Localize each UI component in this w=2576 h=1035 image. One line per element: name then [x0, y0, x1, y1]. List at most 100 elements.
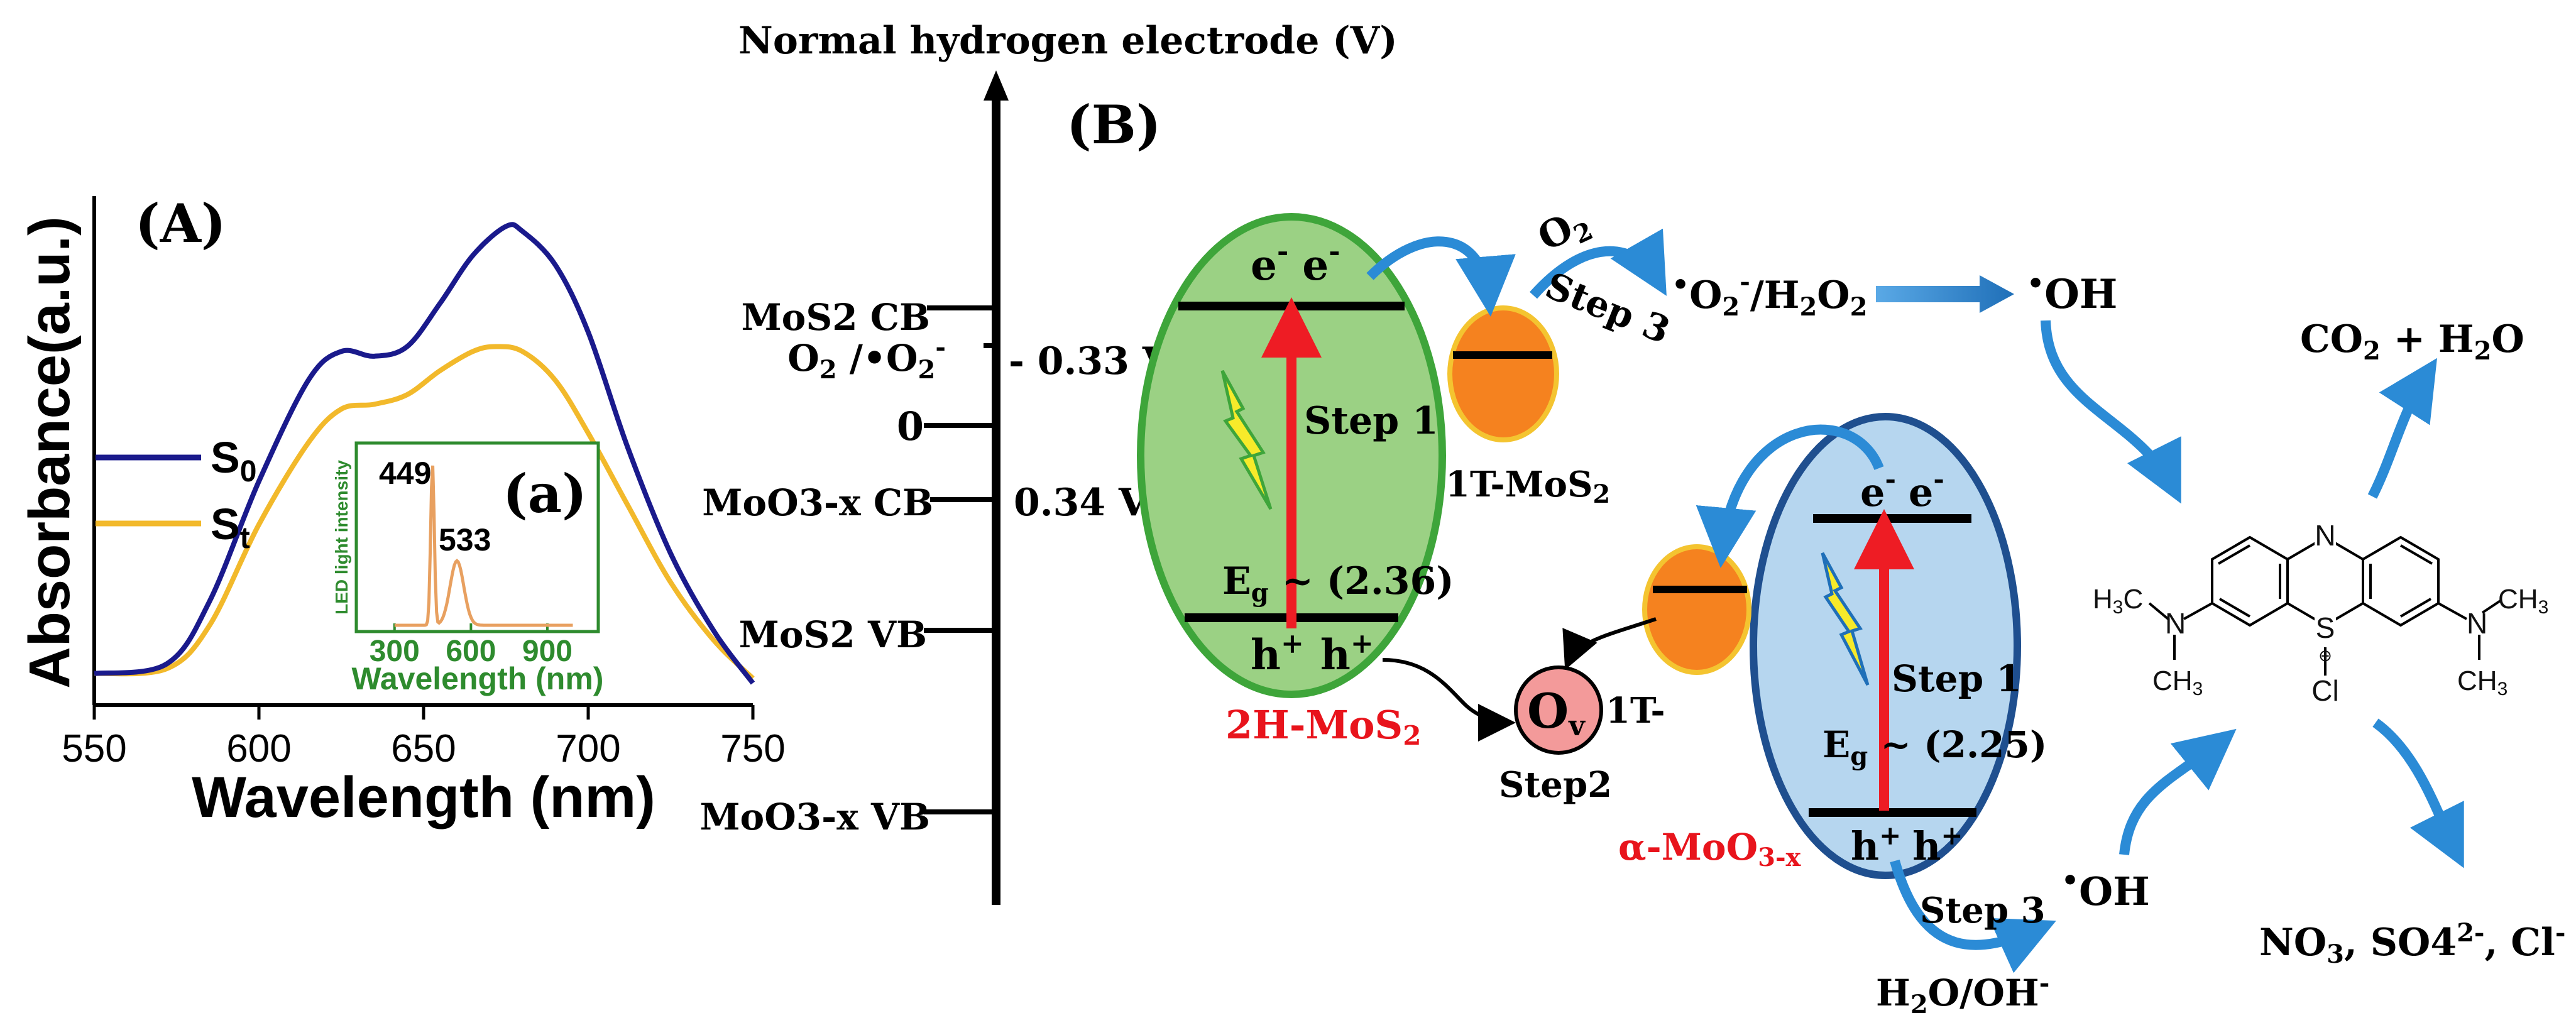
inset-peak-533: 533: [439, 522, 491, 557]
inset-x-ticks: 300 600 900: [370, 623, 573, 668]
inset-tick-label-900: 900: [522, 635, 573, 668]
panel-a-x-label: Wavelength (nm): [192, 765, 655, 830]
molecule-ring-n: N: [2315, 519, 2335, 552]
oxygen-vacancy: Ov Step2: [1499, 665, 1612, 806]
label-minus-033v: - 0.33 V: [1009, 339, 1173, 383]
molecule-bond: [2148, 602, 2169, 620]
hydroxyl-bottom: •OH: [2061, 865, 2150, 914]
arrow-oh-to-dye-bottom: [2119, 728, 2237, 855]
x-tick-label-750: 750: [720, 727, 785, 770]
moo3-step1: Step 1: [1892, 657, 2022, 700]
water-label: H2O/OH-: [1876, 968, 2049, 1019]
molecule-bond: [2399, 598, 2432, 618]
molecule-bond: [2438, 602, 2467, 620]
vacancy-step2: Step2: [1499, 764, 1612, 806]
series-st: [94, 344, 755, 681]
label-mos2-cb: MoS2 CB: [741, 296, 930, 339]
moo3-bandgap: Eg ~ (2.25): [1822, 723, 2047, 771]
t-mos2-lower: 1T-: [1606, 544, 1751, 731]
inset-led-spectrum: [394, 465, 573, 627]
panel-a: (A) 550 600 650 700 750 Absorbance(a.u.) Wav…: [18, 192, 786, 830]
mos2-semiconductor: e-e- h+h+ Step 1 Eg ~ (2.36) 2H-MoS2: [1137, 213, 1454, 751]
arrow-oh-to-dye-top: [2041, 320, 2181, 504]
vacancy-symbol: Ov: [1527, 683, 1586, 742]
inset-tick-label-600: 600: [446, 635, 496, 668]
molecule-right-ch3-top: CH3: [2498, 584, 2548, 618]
arrow-electron-transfer-top: [1366, 236, 1516, 317]
label-o2-couple: O2 /•O2-: [787, 332, 946, 385]
step3-bottom-label: Step 3: [1920, 890, 2046, 931]
label-moo3-vb: MoO3-x VB: [699, 796, 930, 838]
moo3-light-bolt-icon: [1821, 552, 1870, 686]
hydroxyl-top: •OH: [2027, 268, 2117, 318]
t-mos2-lower-label: 1T-: [1606, 690, 1665, 731]
mos2-light-bolt-icon: [1220, 370, 1273, 510]
arrow-dye-to-ions: [2372, 718, 2464, 868]
arrow-dye-to-co2: [2367, 358, 2437, 499]
inset-y-label: LED light intensity: [332, 460, 351, 615]
molecule-right-n: N: [2467, 607, 2487, 640]
molecule-left-n: N: [2165, 607, 2186, 640]
molecule-bond: [2218, 598, 2251, 618]
molecule-left-ring: [2211, 535, 2289, 627]
mos2-electrons: e-e-: [1251, 236, 1340, 290]
moo3-semiconductor: e-e- h+h+ Step 1 Eg ~ (2.25) α-MoO3-x: [1618, 413, 2047, 879]
inset-frame: [354, 441, 600, 633]
t-mos2-lower-ellipse: [1642, 544, 1751, 675]
mos2-bandgap: Eg ~ (2.36): [1222, 559, 1454, 608]
panel-a-inset: 300 600 900 449 533 LED light intensity Wa…: [332, 441, 604, 696]
series-s0: [94, 222, 755, 685]
t-mos2-upper-ellipse: [1447, 305, 1559, 442]
panel-a-curves: [94, 222, 755, 685]
molecule-bond: [2183, 602, 2213, 620]
legend-label-st: St: [211, 500, 250, 555]
x-tick-label-700: 700: [556, 727, 620, 770]
arrow-step3-top: [1530, 228, 1667, 299]
arrow-holes-to-vacancy: [1382, 658, 1516, 742]
moo3-holes: h+h+: [1851, 820, 1963, 869]
label-zero: 0: [897, 403, 924, 449]
ion-products: NO3, SO42-, Cl-: [2259, 918, 2565, 969]
panel-a-label: (A): [135, 192, 226, 255]
label-mos2-vb: MoS2 VB: [739, 613, 927, 656]
molecule-bond: [2217, 544, 2251, 565]
molecule-s-mask: [2315, 615, 2336, 643]
molecule-ring-s: S: [2316, 611, 2335, 644]
molecule-s-charge: ⊕: [2318, 646, 2332, 665]
molecule-bond: [2481, 599, 2502, 614]
molecule-right-ch3-bottom: CH3: [2457, 665, 2507, 699]
vacancy-circle: [1514, 665, 1603, 755]
panel-b-label: (B): [1066, 94, 1161, 156]
t-mos2-upper-label: 1T-MoS2: [1445, 464, 1610, 509]
molecule-bond: [2399, 544, 2433, 565]
molecule-right-ring: [2362, 535, 2440, 627]
energy-axis-arrowhead: [984, 70, 1009, 101]
arrow-electron-transfer-moo3: [1696, 424, 1884, 568]
arrow-step3-bottom: [1890, 859, 2056, 973]
molecule-left-ch3: CH3: [2152, 665, 2203, 699]
panel-b: Normal hydrogen electrode (V) (B) MoS2 C…: [699, 19, 2565, 1019]
mos2-step1: Step 1: [1304, 399, 1439, 443]
mos2-holes: h+h+: [1251, 628, 1374, 679]
moo3-electrons: e-e-: [1860, 464, 1944, 515]
x-tick-label-650: 650: [391, 727, 456, 770]
co2-water-products: CO2 + H2O: [2300, 317, 2524, 366]
inset-tick-label-300: 300: [370, 635, 420, 668]
molecule-n-mask: [2315, 522, 2336, 550]
x-tick-label-550: 550: [62, 727, 126, 770]
panel-b-axis-title: Normal hydrogen electrode (V): [738, 19, 1398, 63]
methylene-blue-labels: N S ⊕ Cl H3C N CH3 N CH3 CH3: [2093, 519, 2548, 707]
label-034v: 0.34 V: [1014, 481, 1149, 525]
inset-x-label: Wavelength (nm): [352, 661, 604, 696]
label-moo3-cb: MoO3-x CB: [702, 481, 933, 524]
t-mos2-upper: 1T-MoS2: [1445, 305, 1610, 509]
panel-a-y-label: Absorbance(a.u.): [18, 216, 82, 688]
inset-peak-449: 449: [379, 456, 431, 491]
mos2-name: 2H-MoS2: [1225, 702, 1421, 751]
molecule-cl: Cl: [2311, 674, 2338, 707]
legend-label-s0: S0: [211, 433, 256, 488]
superoxide-label: •O2-/H2O2: [1672, 267, 1867, 322]
